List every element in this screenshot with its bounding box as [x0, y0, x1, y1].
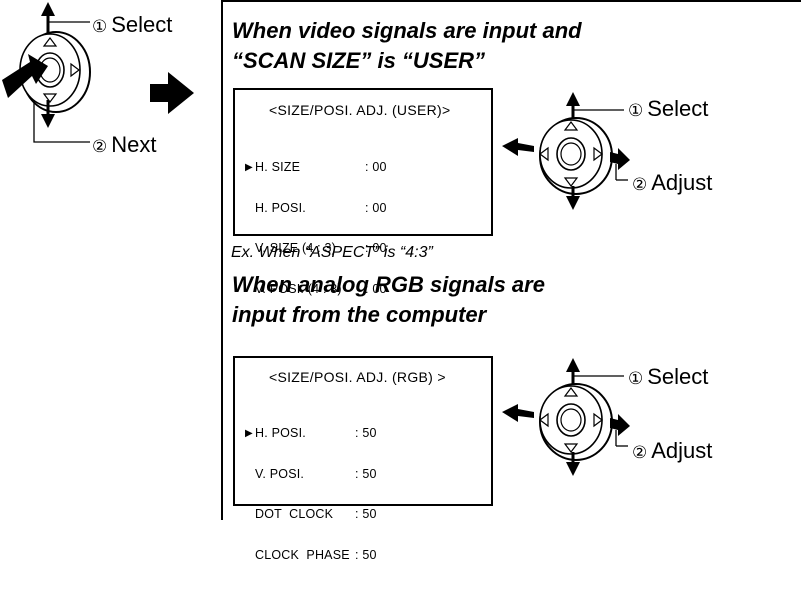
menu-item-name: H. SIZE: [255, 160, 301, 174]
rgb-osd-screen: <SIZE/POSI. ADJ. (RGB) > ▶ H. POSI. : 50…: [233, 356, 493, 561]
next-text: Next: [111, 132, 157, 157]
menu-row: ▶ H. POSI. : 50: [245, 426, 377, 441]
menu-item-name: V. POSI. (4 : 3): [255, 281, 342, 296]
rgb-dial-diagram: [502, 358, 630, 476]
aspect-caption: Ex. When “ASPECT” is “4:3”: [231, 244, 433, 261]
adjust-text: Adjust: [651, 438, 713, 463]
selected-marker-icon: ▶: [245, 162, 253, 173]
menu-item-value: : 50: [355, 426, 377, 440]
menu-item-value: : 00: [365, 241, 387, 255]
user-dial-diagram: [502, 92, 630, 210]
menu-item-value: : 50: [355, 547, 377, 562]
user-osd-screen: <SIZE/POSI. ADJ. (USER)> ▶ H. SIZE : 00 …: [233, 88, 493, 295]
adjust-text: Adjust: [651, 170, 713, 195]
menu-row: V. SIZE (4 : 3) : 00: [245, 241, 387, 256]
rgb-section-heading: When analog RGB signals are input from t…: [232, 272, 545, 328]
menu-row: V. POSI. : 50: [245, 466, 377, 482]
step-number: ②: [632, 175, 648, 195]
left-dial-diagram: [2, 2, 194, 143]
menu-item-name: V. SIZE (4 : 3): [255, 241, 337, 255]
menu-item-value: : 00: [365, 281, 387, 296]
menu-item-name: H. POSI.: [255, 426, 306, 440]
menu-item-name: CLOCK PHASE: [255, 547, 350, 562]
select-text: Select: [111, 12, 173, 37]
user-section-heading: When video signals are input and “SCAN S…: [232, 18, 582, 74]
menu-item-name: V. POSI.: [255, 466, 305, 481]
menu-item-value: : 00: [365, 160, 387, 174]
heading-line: input from the computer: [232, 302, 487, 327]
menu-row: ▶ H. SIZE : 00: [245, 160, 387, 175]
menu-row: CLOCK PHASE : 50: [245, 547, 377, 563]
heading-line: “SCAN SIZE” is “USER”: [232, 48, 486, 73]
select-text: Select: [647, 364, 709, 389]
screen-title: <SIZE/POSI. ADJ. (USER)>: [269, 102, 451, 118]
menu-item-value: : 00: [365, 200, 387, 215]
menu-row: V. POSI. (4 : 3) : 00: [245, 281, 387, 297]
menu-item-name: DOT CLOCK: [255, 507, 334, 521]
menu-item-value: : 50: [355, 466, 377, 481]
menu-list: ▶ H. POSI. : 50 V. POSI. : 50 DOT CLOCK …: [245, 400, 377, 589]
step-number: ①: [628, 101, 644, 121]
menu-list: ▶ H. SIZE : 00 H. POSI. : 00 V. SIZE (4 …: [245, 134, 387, 323]
screen-title: <SIZE/POSI. ADJ. (RGB) >: [269, 369, 446, 385]
heading-line: When analog RGB signals are: [232, 272, 545, 297]
step-number: ②: [92, 137, 108, 157]
main-panel: [221, 0, 801, 520]
step-number: ②: [632, 443, 648, 463]
selected-marker-icon: ▶: [245, 428, 253, 439]
menu-item-value: : 50: [355, 507, 377, 521]
select-text: Select: [647, 96, 709, 121]
menu-row: DOT CLOCK : 50: [245, 507, 377, 522]
menu-row: H. POSI. : 00: [245, 200, 387, 216]
step-number: ①: [92, 17, 108, 37]
heading-line: When video signals are input and: [232, 18, 582, 43]
menu-item-name: H. POSI.: [255, 200, 306, 215]
step-number: ①: [628, 369, 644, 389]
